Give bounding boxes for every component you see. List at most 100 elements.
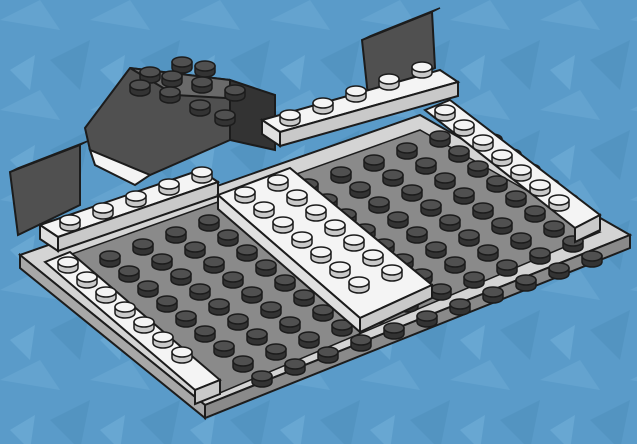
plate-stud (311, 247, 331, 263)
base-stud (492, 218, 512, 234)
base-stud (318, 347, 338, 363)
plate-stud (549, 195, 569, 211)
plate-stud (254, 202, 274, 218)
plate-stud (192, 167, 212, 183)
plate-stud (58, 257, 78, 273)
base-stud (449, 146, 469, 162)
slope-stud (190, 100, 210, 116)
base-stud (171, 269, 191, 285)
plate-stud (287, 190, 307, 206)
base-stud (152, 254, 172, 270)
plate-stud (382, 265, 402, 281)
base-stud (384, 323, 404, 339)
base-stud (351, 335, 371, 351)
base-stud (431, 284, 451, 300)
base-stud (473, 203, 493, 219)
base-stud (464, 272, 484, 288)
base-stud (195, 326, 215, 342)
base-stud (506, 191, 526, 207)
plate-stud (473, 135, 493, 151)
base-stud (397, 143, 417, 159)
base-stud (402, 185, 422, 201)
base-stud (228, 314, 248, 330)
base-stud (450, 299, 470, 315)
base-stud (454, 188, 474, 204)
plate-stud (330, 262, 350, 278)
base-stud (369, 197, 389, 213)
base-stud (525, 206, 545, 222)
base-stud (280, 317, 300, 333)
base-stud (204, 257, 224, 273)
base-stud (294, 290, 314, 306)
base-stud (511, 233, 531, 249)
base-stud (157, 296, 177, 312)
plate-stud (93, 203, 113, 219)
base-stud (299, 332, 319, 348)
plate-stud (153, 332, 173, 348)
base-stud (242, 287, 262, 303)
plate-stud (511, 165, 531, 181)
base-stud (516, 275, 536, 291)
base-stud (417, 311, 437, 327)
base-stud (407, 227, 427, 243)
base-stud (190, 284, 210, 300)
base-stud (166, 227, 186, 243)
plate-stud (273, 217, 293, 233)
base-stud (364, 155, 384, 171)
slope-stud (160, 87, 180, 103)
base-stud (445, 257, 465, 273)
base-stud (350, 182, 370, 198)
base-stud (223, 272, 243, 288)
plate-stud (435, 105, 455, 121)
base-stud (383, 170, 403, 186)
plate-stud (292, 232, 312, 248)
plate-stud (96, 287, 116, 303)
plate-stud (115, 302, 135, 318)
base-stud (252, 371, 272, 387)
base-stud (549, 263, 569, 279)
base-stud (331, 167, 351, 183)
base-stud (421, 200, 441, 216)
base-stud (199, 215, 219, 231)
plate-stud (344, 235, 364, 251)
plate-stud (313, 98, 333, 114)
base-stud (582, 251, 602, 267)
plate-stud (280, 110, 300, 126)
plate-stud (77, 272, 97, 288)
base-stud (119, 266, 139, 282)
plate-stud (325, 220, 345, 236)
base-stud (435, 173, 455, 189)
slope-stud (225, 85, 245, 101)
plate-stud (363, 250, 383, 266)
plate-stud (530, 180, 550, 196)
plate-stud (172, 347, 192, 363)
base-stud (478, 245, 498, 261)
slope-stud (192, 77, 212, 93)
base-stud (483, 287, 503, 303)
plate-stud (306, 205, 326, 221)
base-stud (275, 275, 295, 291)
base-stud (426, 242, 446, 258)
base-stud (544, 221, 564, 237)
plate-stud (268, 175, 288, 191)
plate-stud (134, 317, 154, 333)
base-stud (285, 359, 305, 375)
base-stud (430, 131, 450, 147)
plate-stud (454, 120, 474, 136)
base-stud (487, 176, 507, 192)
plate-stud (159, 179, 179, 195)
base-stud (313, 305, 333, 321)
base-stud (138, 281, 158, 297)
base-stud (459, 230, 479, 246)
base-stud (209, 299, 229, 315)
plate-stud (492, 150, 512, 166)
base-stud (237, 245, 257, 261)
slope-stud (195, 61, 215, 77)
base-stud (497, 260, 517, 276)
base-stud (468, 161, 488, 177)
base-stud (218, 230, 238, 246)
slope-stud (162, 71, 182, 87)
base-stud (214, 341, 234, 357)
